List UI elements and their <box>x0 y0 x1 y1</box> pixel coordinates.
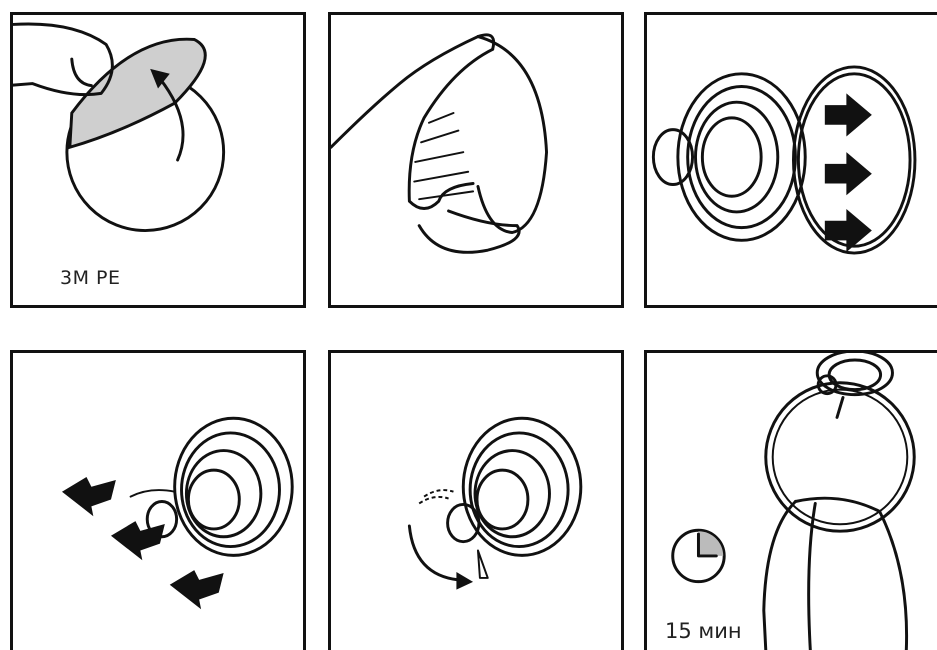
step-2-panel <box>328 12 624 308</box>
step-1-label: 3M PE <box>60 267 120 289</box>
step-3-panel <box>644 12 937 308</box>
twist-icon <box>331 353 621 650</box>
press-wall-icon <box>13 353 303 650</box>
hand-press-icon <box>331 15 621 305</box>
attach-base-icon <box>647 15 937 305</box>
towel-ring-icon <box>647 353 937 650</box>
step-5-panel <box>328 350 624 650</box>
step-1-panel: 3M PE <box>10 12 306 308</box>
step-6-panel: 15 мин <box>644 350 937 650</box>
step-6-label: 15 мин <box>665 619 742 643</box>
peel-film-icon <box>13 15 303 305</box>
step-4-panel <box>10 350 306 650</box>
